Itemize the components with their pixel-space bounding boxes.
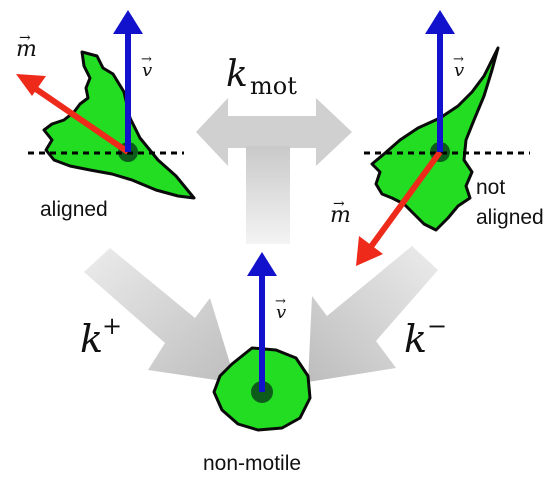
vector-arrow: → — [453, 52, 464, 67]
velocity-arrowhead-non-motile — [247, 252, 277, 276]
not-aligned-cell — [370, 46, 500, 232]
label-k-plus: k + — [80, 312, 122, 361]
label-not: not — [476, 176, 505, 199]
label-v-non-motile: v → — [275, 294, 286, 323]
k-minus-transition-arrow — [308, 246, 438, 382]
polarity-arrowhead-not-aligned — [356, 236, 383, 266]
cell-body — [42, 50, 196, 200]
polarity-arrow-m-not-aligned — [367, 150, 443, 250]
cell-body — [370, 46, 500, 232]
v-letter: v — [276, 302, 286, 323]
label-v-aligned: v → — [141, 52, 152, 81]
velocity-arrowhead-aligned — [113, 10, 143, 34]
label-aligned: aligned — [40, 198, 108, 221]
label-aligned-2: aligned — [476, 206, 544, 229]
double-headed-arrow-horizontal — [196, 98, 352, 166]
vector-arrow: → — [275, 294, 286, 309]
polarity-arrow-m-aligned — [31, 84, 130, 155]
arrow-stem-vertical — [246, 146, 290, 244]
label-k-minus: k − — [404, 312, 447, 361]
k-plus-transition-arrow — [84, 248, 236, 383]
vector-arrow: → — [19, 30, 31, 46]
k-mot-transition-arrow — [196, 98, 352, 244]
k-mot-symbol: k — [226, 54, 248, 95]
vector-arrow: → — [141, 52, 152, 67]
polarity-arrowhead-aligned — [16, 74, 46, 96]
vector-arrow: → — [333, 196, 345, 212]
k-minus-symbol: k — [404, 317, 427, 361]
k-plus-superscript: + — [102, 312, 122, 340]
label-k-mot: k mot — [226, 54, 297, 100]
k-minus-superscript: − — [427, 312, 447, 340]
label-non-motile: non-motile — [203, 452, 301, 475]
label-m-aligned: m → — [16, 30, 37, 62]
k-plus-symbol: k — [80, 317, 103, 361]
velocity-arrowhead-not-aligned — [425, 10, 455, 34]
label-m-not-aligned: m → — [330, 196, 351, 228]
v-letter: v — [454, 60, 464, 81]
k-mot-subscript: mot — [250, 72, 297, 100]
v-letter: v — [142, 60, 152, 81]
m-letter: m — [16, 37, 37, 62]
aligned-cell — [42, 50, 196, 200]
label-v-not-aligned: v → — [453, 52, 464, 81]
m-letter: m — [330, 203, 351, 228]
